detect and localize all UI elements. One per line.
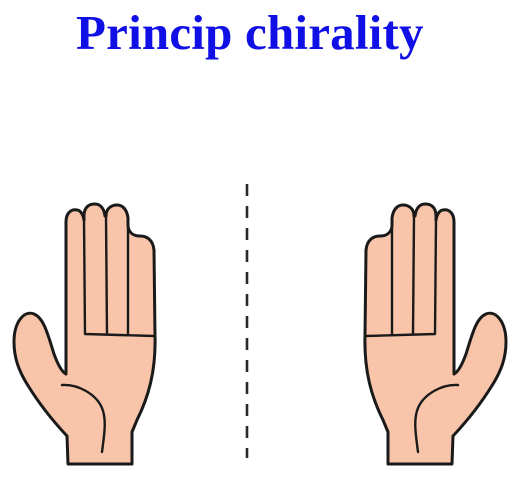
left-hand-icon (14, 204, 155, 464)
right-hand-icon (365, 204, 506, 464)
